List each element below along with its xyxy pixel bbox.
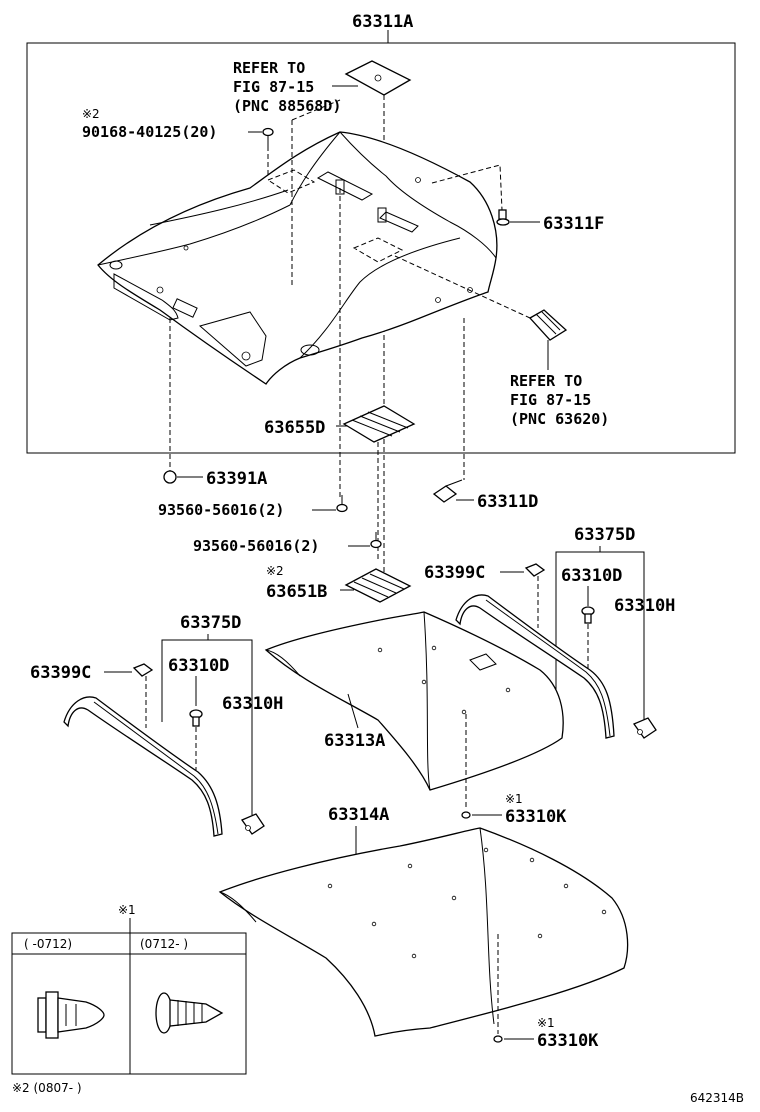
clip-63311F-icon — [496, 209, 510, 226]
refer-note-1-line2: FIG 87-15 — [233, 78, 314, 96]
inset-col2-header: (0712- ) — [140, 937, 188, 951]
clip-old-type-icon — [37, 991, 105, 1039]
label-63311F[interactable]: 63311F — [543, 214, 604, 234]
label-63313A[interactable]: 63313A — [324, 731, 385, 751]
label-63655D[interactable]: 63655D — [264, 418, 325, 438]
panel-63314A — [218, 827, 629, 1037]
clip-left-63399C-icon — [132, 663, 154, 728]
label-63310D-left[interactable]: 63310D — [168, 656, 229, 676]
rail-left-bracket — [161, 639, 253, 815]
label-63375D-left[interactable]: 63375D — [180, 613, 241, 633]
clip-right-63310D-icon — [581, 606, 595, 670]
clip-guide-line — [431, 164, 503, 211]
screw-top-icon — [262, 127, 274, 175]
figure-id: 642314B — [690, 1091, 744, 1105]
holder-63311D-icon — [432, 479, 463, 503]
inset-box — [11, 932, 247, 1075]
clip-63391A-icon — [163, 470, 177, 484]
lamp-guide-line — [394, 255, 531, 319]
label-90168-40125[interactable]: 90168-40125(20) — [82, 123, 217, 141]
screw-2-icon — [370, 532, 382, 549]
label-63311A[interactable]: 63311A — [352, 12, 413, 32]
rail-right — [455, 594, 657, 739]
footnote: ※2 (0807- ) — [12, 1081, 82, 1095]
label-63651B[interactable]: 63651B — [266, 582, 327, 602]
refer-note-1-line1: REFER TO — [233, 59, 305, 77]
label-93560-56016-b[interactable]: 93560-56016(2) — [193, 537, 319, 555]
pad-63655D-icon — [342, 405, 416, 560]
label-63310D-right[interactable]: 63310D — [561, 566, 622, 586]
refer-note-2-line3: (PNC 63620) — [510, 410, 609, 428]
map-lamp-icon — [528, 309, 568, 370]
label-63399C-right[interactable]: 63399C — [424, 563, 485, 583]
clip-left-63310D-icon — [189, 709, 203, 770]
screw-1-icon — [336, 495, 348, 513]
clip-63310K-a-icon — [461, 811, 471, 819]
label-63391A[interactable]: 63391A — [206, 469, 267, 489]
note-mark-1b: ※1 — [537, 1016, 555, 1030]
rail-left — [63, 696, 265, 837]
label-63311D[interactable]: 63311D — [477, 492, 538, 512]
panel-63313A-leader — [347, 693, 359, 729]
assembly-box — [26, 42, 736, 454]
headliner-main — [97, 131, 498, 385]
pad-63651B-icon — [344, 568, 412, 603]
inset-col1-header: ( -0712) — [24, 937, 72, 951]
label-63310K-b[interactable]: 63310K — [537, 1031, 599, 1051]
refer-note-2-line1: REFER TO — [510, 372, 582, 390]
label-93560-56016-a[interactable]: 93560-56016(2) — [158, 501, 284, 519]
clip-63310K-b-icon — [493, 1035, 503, 1043]
label-63314A[interactable]: 63314A — [328, 805, 389, 825]
note-mark-1a: ※1 — [505, 792, 523, 806]
label-63399C-left[interactable]: 63399C — [30, 663, 91, 683]
clip-right-63399C-icon — [524, 563, 546, 628]
note-mark-1c: ※1 — [118, 903, 136, 917]
note-mark-2a: ※2 — [82, 107, 100, 121]
label-63375D-right[interactable]: 63375D — [574, 525, 635, 545]
label-63310H-left[interactable]: 63310H — [222, 694, 283, 714]
note-mark-2b: ※2 — [266, 564, 284, 578]
panel-63313A — [264, 611, 564, 791]
visor-guide-lines — [291, 99, 341, 500]
clip-new-type-icon — [155, 992, 224, 1034]
label-63310H-right[interactable]: 63310H — [614, 596, 675, 616]
refer-note-2-line2: FIG 87-15 — [510, 391, 591, 409]
label-63310K-a[interactable]: 63310K — [505, 807, 567, 827]
